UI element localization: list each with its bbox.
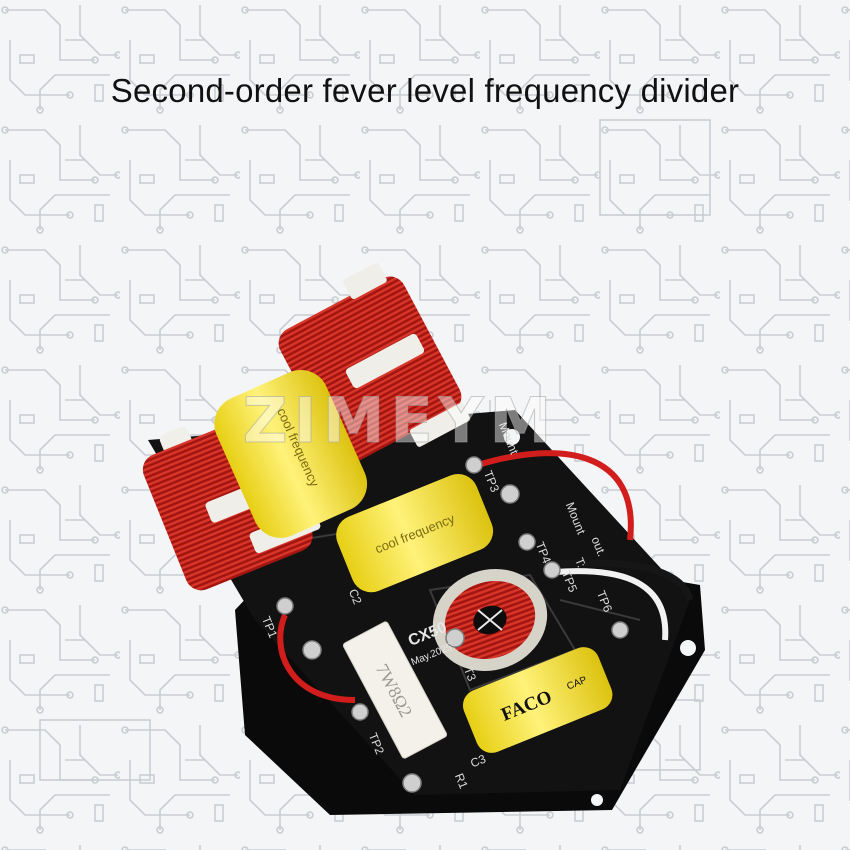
wire-red-left [277,613,356,703]
capacitor-c2: cool frequency [336,473,494,593]
terminal-tp6 [611,621,629,639]
capacitor-c1: cool frequency [214,369,368,538]
label-mount-out: out. [588,535,608,559]
label-c2: C2 [346,587,365,607]
label-r1: R1 [452,771,471,791]
screw [402,773,422,793]
terminal-tp1 [276,597,294,615]
brand-watermark: ZIMEYM [242,384,558,458]
page-title: Second-order fever level frequency divid… [110,72,740,109]
label-c3: C3 [468,752,488,771]
inductor-center [432,568,548,672]
wire-red-top [477,450,634,541]
screw [445,628,465,648]
terminal-tp4 [518,533,536,551]
screw [302,640,322,660]
screw [500,484,520,504]
terminal-tp2 [351,703,369,721]
capacitor-faco: FACO CAP [462,647,613,753]
label-t3: T3 [461,665,479,684]
terminal-tp5 [543,561,561,579]
wire-white [554,568,669,641]
plate-hole [591,794,603,806]
resistor-cement: 7W8Ω2 [342,621,448,759]
wire-black [539,559,694,602]
plate-hole [680,640,696,656]
terminal-tp3 [465,456,483,474]
pcb-hole [504,429,520,445]
